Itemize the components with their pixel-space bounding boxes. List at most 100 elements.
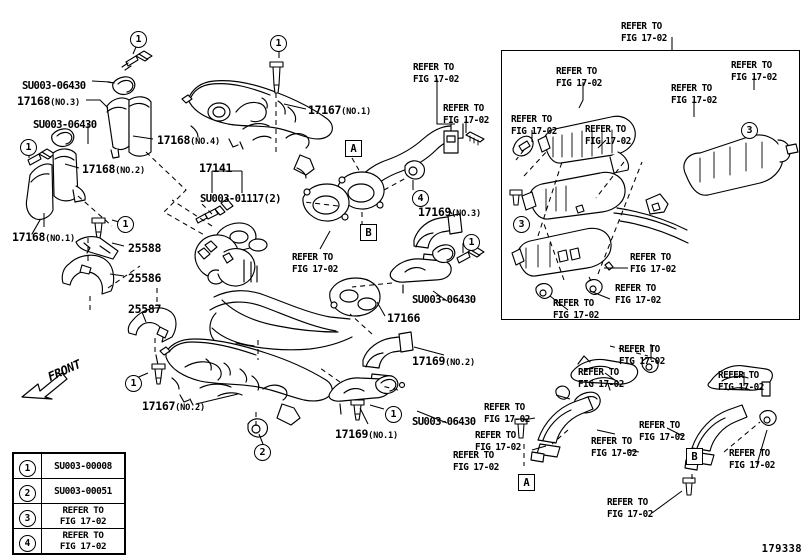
refer-line-2: FIG 17-02 [671,94,717,106]
box-marker-a[interactable]: A [518,474,535,491]
callout-number-1[interactable]: 1 [125,375,142,392]
callout-number-4[interactable]: 4 [412,190,429,207]
callout-number-1[interactable]: 1 [270,35,287,52]
refer-line-2: FIG 17-02 [475,441,521,453]
refer-line-2: FIG 17-02 [619,355,665,367]
part-number-suffix: (NO.4) [190,137,220,147]
legend-circle-2: 2 [19,484,36,502]
part-number: 17169 [418,205,452,219]
refer-line-2: FIG 17-02 [607,508,653,520]
heatshield-17167-no2 [159,338,333,426]
callout-number-3[interactable]: 3 [513,216,530,233]
legend-part-code: SU003-00051 [41,478,125,504]
inset-converters [509,115,799,299]
refer-line-1: REFER TO [484,402,525,413]
fastener-label-b2: SU003-06430 [33,119,97,131]
box-marker-b[interactable]: B [686,448,703,465]
refer-line-1: REFER TO [591,436,632,447]
pipe-17169-no1 [328,377,391,415]
callout-number-1[interactable]: 1 [20,139,37,156]
refer-line-2: FIG 17-02 [591,447,637,459]
part-label-17166: 17166 [387,312,420,325]
refer-line-1: REFER TO [553,298,594,309]
refer-line-2: FIG 17-02 [585,135,631,147]
refer-line-2: FIG 17-02 [553,309,599,321]
inset-panel-border [501,50,800,320]
refer-line-1: REFER TO [621,21,662,32]
legend-part-code: SU003-00008 [41,453,125,479]
refer-line-2: FIG 17-02 [639,431,685,443]
refer-line-2: FIG 17-02 [511,125,557,137]
clamp-ring-a [107,76,136,96]
part-number: 17169 [335,427,369,441]
nut-su003-00051 [247,418,269,438]
cover-25586 [61,254,115,295]
refer-line-1: REFER TO [607,497,648,508]
part-number: 25587 [128,302,162,316]
refer-line-1: REFER TO [729,448,770,459]
part-number: 25586 [128,271,162,285]
exhaust-manifold-17141 [194,198,381,351]
part-label-25586: 25586 [128,272,161,285]
legend-part-code-line: REFER TO [62,529,104,541]
part-number-suffix: (NO.1) [45,234,75,244]
refer-line-1: REFER TO [731,60,772,71]
assembly-dashed-lines [77,93,761,480]
callout-number-2[interactable]: 2 [254,444,271,461]
callout-number-1[interactable]: 1 [385,406,402,423]
insulator-17168-no4 [106,96,152,159]
refer-line-1: REFER TO [443,103,484,114]
part-number-suffix: (NO.1) [341,107,371,117]
refer-line-1: REFER TO [671,83,712,94]
legend-callout-number: 1 [13,453,42,479]
refer-line-2: FIG 17-02 [718,381,764,393]
bolt-17169-no1 [350,399,365,421]
box-marker-b[interactable]: B [360,224,377,241]
bolt-17169-no3 [456,246,485,264]
bolt-25588 [91,217,106,239]
refer-line-1: REFER TO [639,420,680,431]
refer-line-1: REFER TO [413,62,454,73]
clamp-ring-c [432,244,456,264]
callout-number-1[interactable]: 1 [117,216,134,233]
callout-number-3[interactable]: 3 [741,122,758,139]
part-label-17168-no4: 17168(NO.4) [157,134,220,148]
callout-number-1[interactable]: 1 [463,234,480,251]
clamp-ring-b [51,128,75,148]
callout-number-1[interactable]: 1 [130,31,147,48]
part-number: 17167 [142,399,176,413]
refer-line-2: FIG 17-02 [731,71,777,83]
fastener-label-b3: SU003-01117(2) [200,193,282,205]
refer-line-1: REFER TO [718,370,759,381]
diagram-id-code: 179338 [761,543,802,555]
fastener-label-b1: SU003-06430 [22,80,86,92]
bracket-17166 [389,258,452,294]
part-label-17168-no2: 17168(NO.2) [82,163,145,177]
part-label-25587: 25587 [128,303,161,316]
insulator-17168-no1 [25,163,54,235]
legend-part-code-line: REFER TO [62,504,104,516]
legend-callout-number: 2 [13,478,42,504]
refer-line-2: FIG 17-02 [443,114,489,126]
refer-line-2: FIG 17-02 [630,263,676,275]
box-marker-a[interactable]: A [345,140,362,157]
